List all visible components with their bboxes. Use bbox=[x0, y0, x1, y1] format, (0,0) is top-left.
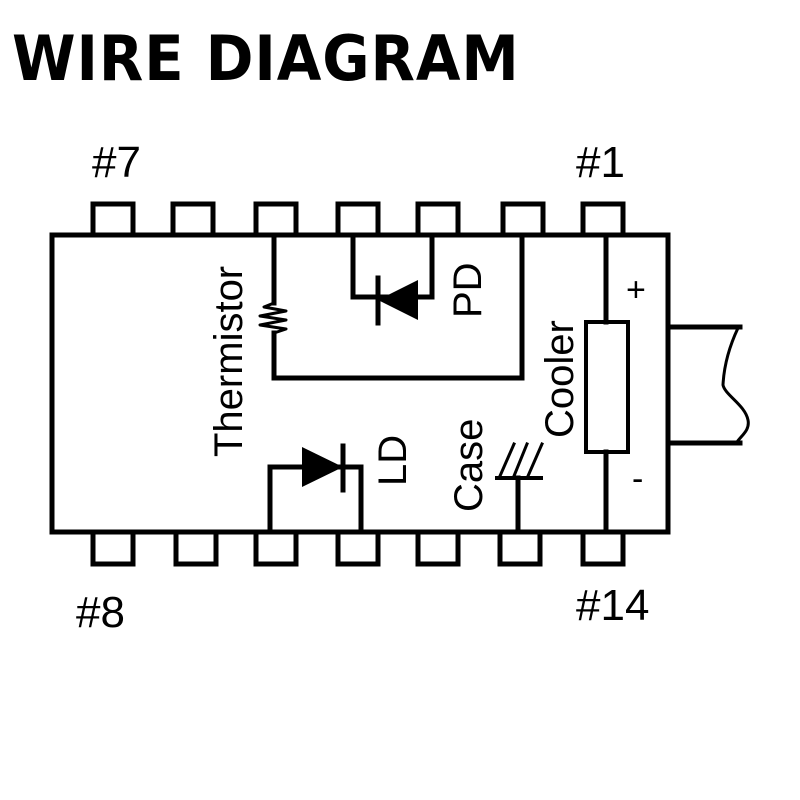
case-ground bbox=[495, 442, 544, 531]
ground-hatch-icon bbox=[498, 442, 544, 478]
cooler-element bbox=[584, 320, 630, 454]
pin-label-top-right: #1 bbox=[576, 138, 625, 187]
pin-5 bbox=[253, 201, 299, 238]
photodiode-icon bbox=[378, 280, 418, 320]
pin-11 bbox=[335, 529, 381, 567]
photodiode-label: PD bbox=[446, 262, 490, 318]
pin-8 bbox=[90, 529, 136, 567]
pin-12 bbox=[415, 529, 461, 567]
thermistor-label: Thermistor bbox=[207, 266, 251, 457]
pin-2 bbox=[500, 201, 546, 238]
pin-14 bbox=[580, 529, 626, 567]
pin-10 bbox=[253, 529, 299, 567]
pin-13 bbox=[497, 529, 543, 567]
case-label: Case bbox=[447, 419, 491, 512]
pin-label-bottom-left: #8 bbox=[76, 588, 125, 637]
laser-diode-icon bbox=[302, 447, 343, 487]
cooler-positive-label: + bbox=[626, 271, 646, 309]
thermistor-icon bbox=[258, 301, 288, 335]
pin-7 bbox=[90, 201, 136, 238]
cooler-circuit bbox=[584, 232, 630, 535]
pin-6 bbox=[170, 201, 216, 238]
pin-1 bbox=[580, 201, 626, 238]
photodiode-circuit bbox=[350, 232, 435, 326]
package-tab bbox=[665, 324, 750, 446]
pin-label-top-left: #7 bbox=[92, 138, 141, 187]
pin-label-bottom-right: #14 bbox=[576, 581, 649, 630]
diagram-title: WIRE DIAGRAM bbox=[12, 22, 520, 95]
pin-3 bbox=[415, 201, 461, 238]
laser-diode-label: LD bbox=[371, 435, 415, 486]
cooler-label: Cooler bbox=[538, 320, 582, 438]
cooler-negative-label: - bbox=[632, 460, 643, 498]
top-pins bbox=[90, 201, 626, 238]
thermistor-circuit bbox=[258, 232, 525, 381]
bottom-pins bbox=[90, 529, 626, 567]
pin-9 bbox=[173, 529, 219, 567]
package-body bbox=[49, 232, 671, 535]
pin-4 bbox=[335, 201, 381, 238]
